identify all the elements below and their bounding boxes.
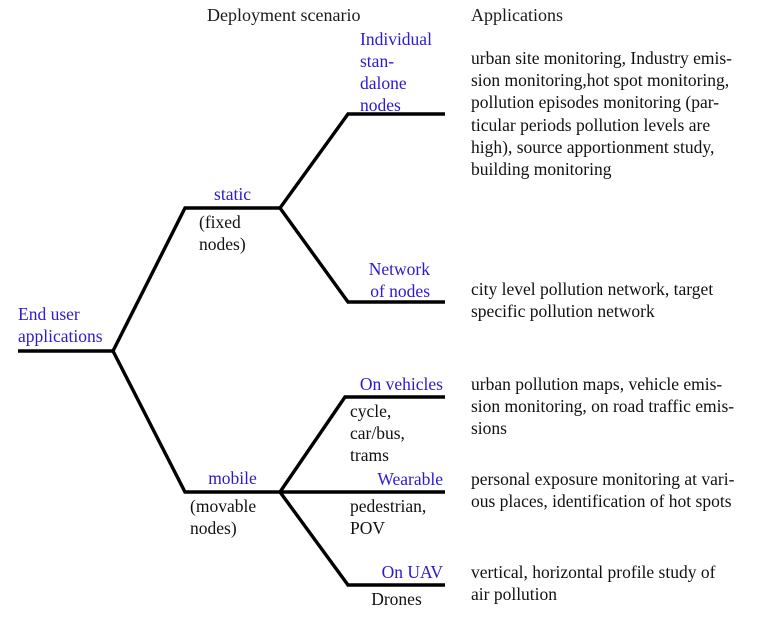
edge-static-to-individual [278, 112, 445, 209]
leaf-on-vehicles[interactable]: On vehicles [359, 374, 443, 394]
node-static[interactable]: static [214, 184, 251, 204]
leaf-on-vehicles-subtext: cycle, car/bus, trams [350, 401, 405, 465]
node-mobile-subtext: (movable nodes) [190, 496, 257, 538]
leaf-wearable[interactable]: Wearable [377, 469, 443, 489]
applications-individual-standalone-nodes: urban site monitoring, Industry emis- si… [471, 48, 733, 180]
applications-wearable: personal exposure monitoring at vari- ou… [471, 469, 735, 512]
node-static-subtext: (fixed nodes) [199, 212, 246, 254]
leaf-individual-standalone-nodes[interactable]: Individual stan- dalone nodes [360, 29, 432, 115]
header-applications: Applications [471, 5, 563, 25]
applications-on-uav: vertical, horizontal profile study of ai… [471, 562, 716, 605]
leaf-wearable-subtext: pedestrian, POV [350, 496, 427, 538]
node-end-user-applications[interactable]: End user applications [18, 304, 103, 346]
applications-on-vehicles: urban pollution maps, vehicle emis- sion… [471, 374, 735, 439]
leaf-on-uav-subtext: Drones [371, 589, 422, 609]
applications-network-of-nodes: city level pollution network, target spe… [471, 279, 714, 322]
header-deployment-scenario: Deployment scenario [207, 5, 361, 25]
leaf-on-uav[interactable]: On UAV [381, 562, 443, 582]
node-mobile[interactable]: mobile [208, 468, 257, 488]
leaf-network-of-nodes[interactable]: Network of nodes [368, 259, 430, 301]
